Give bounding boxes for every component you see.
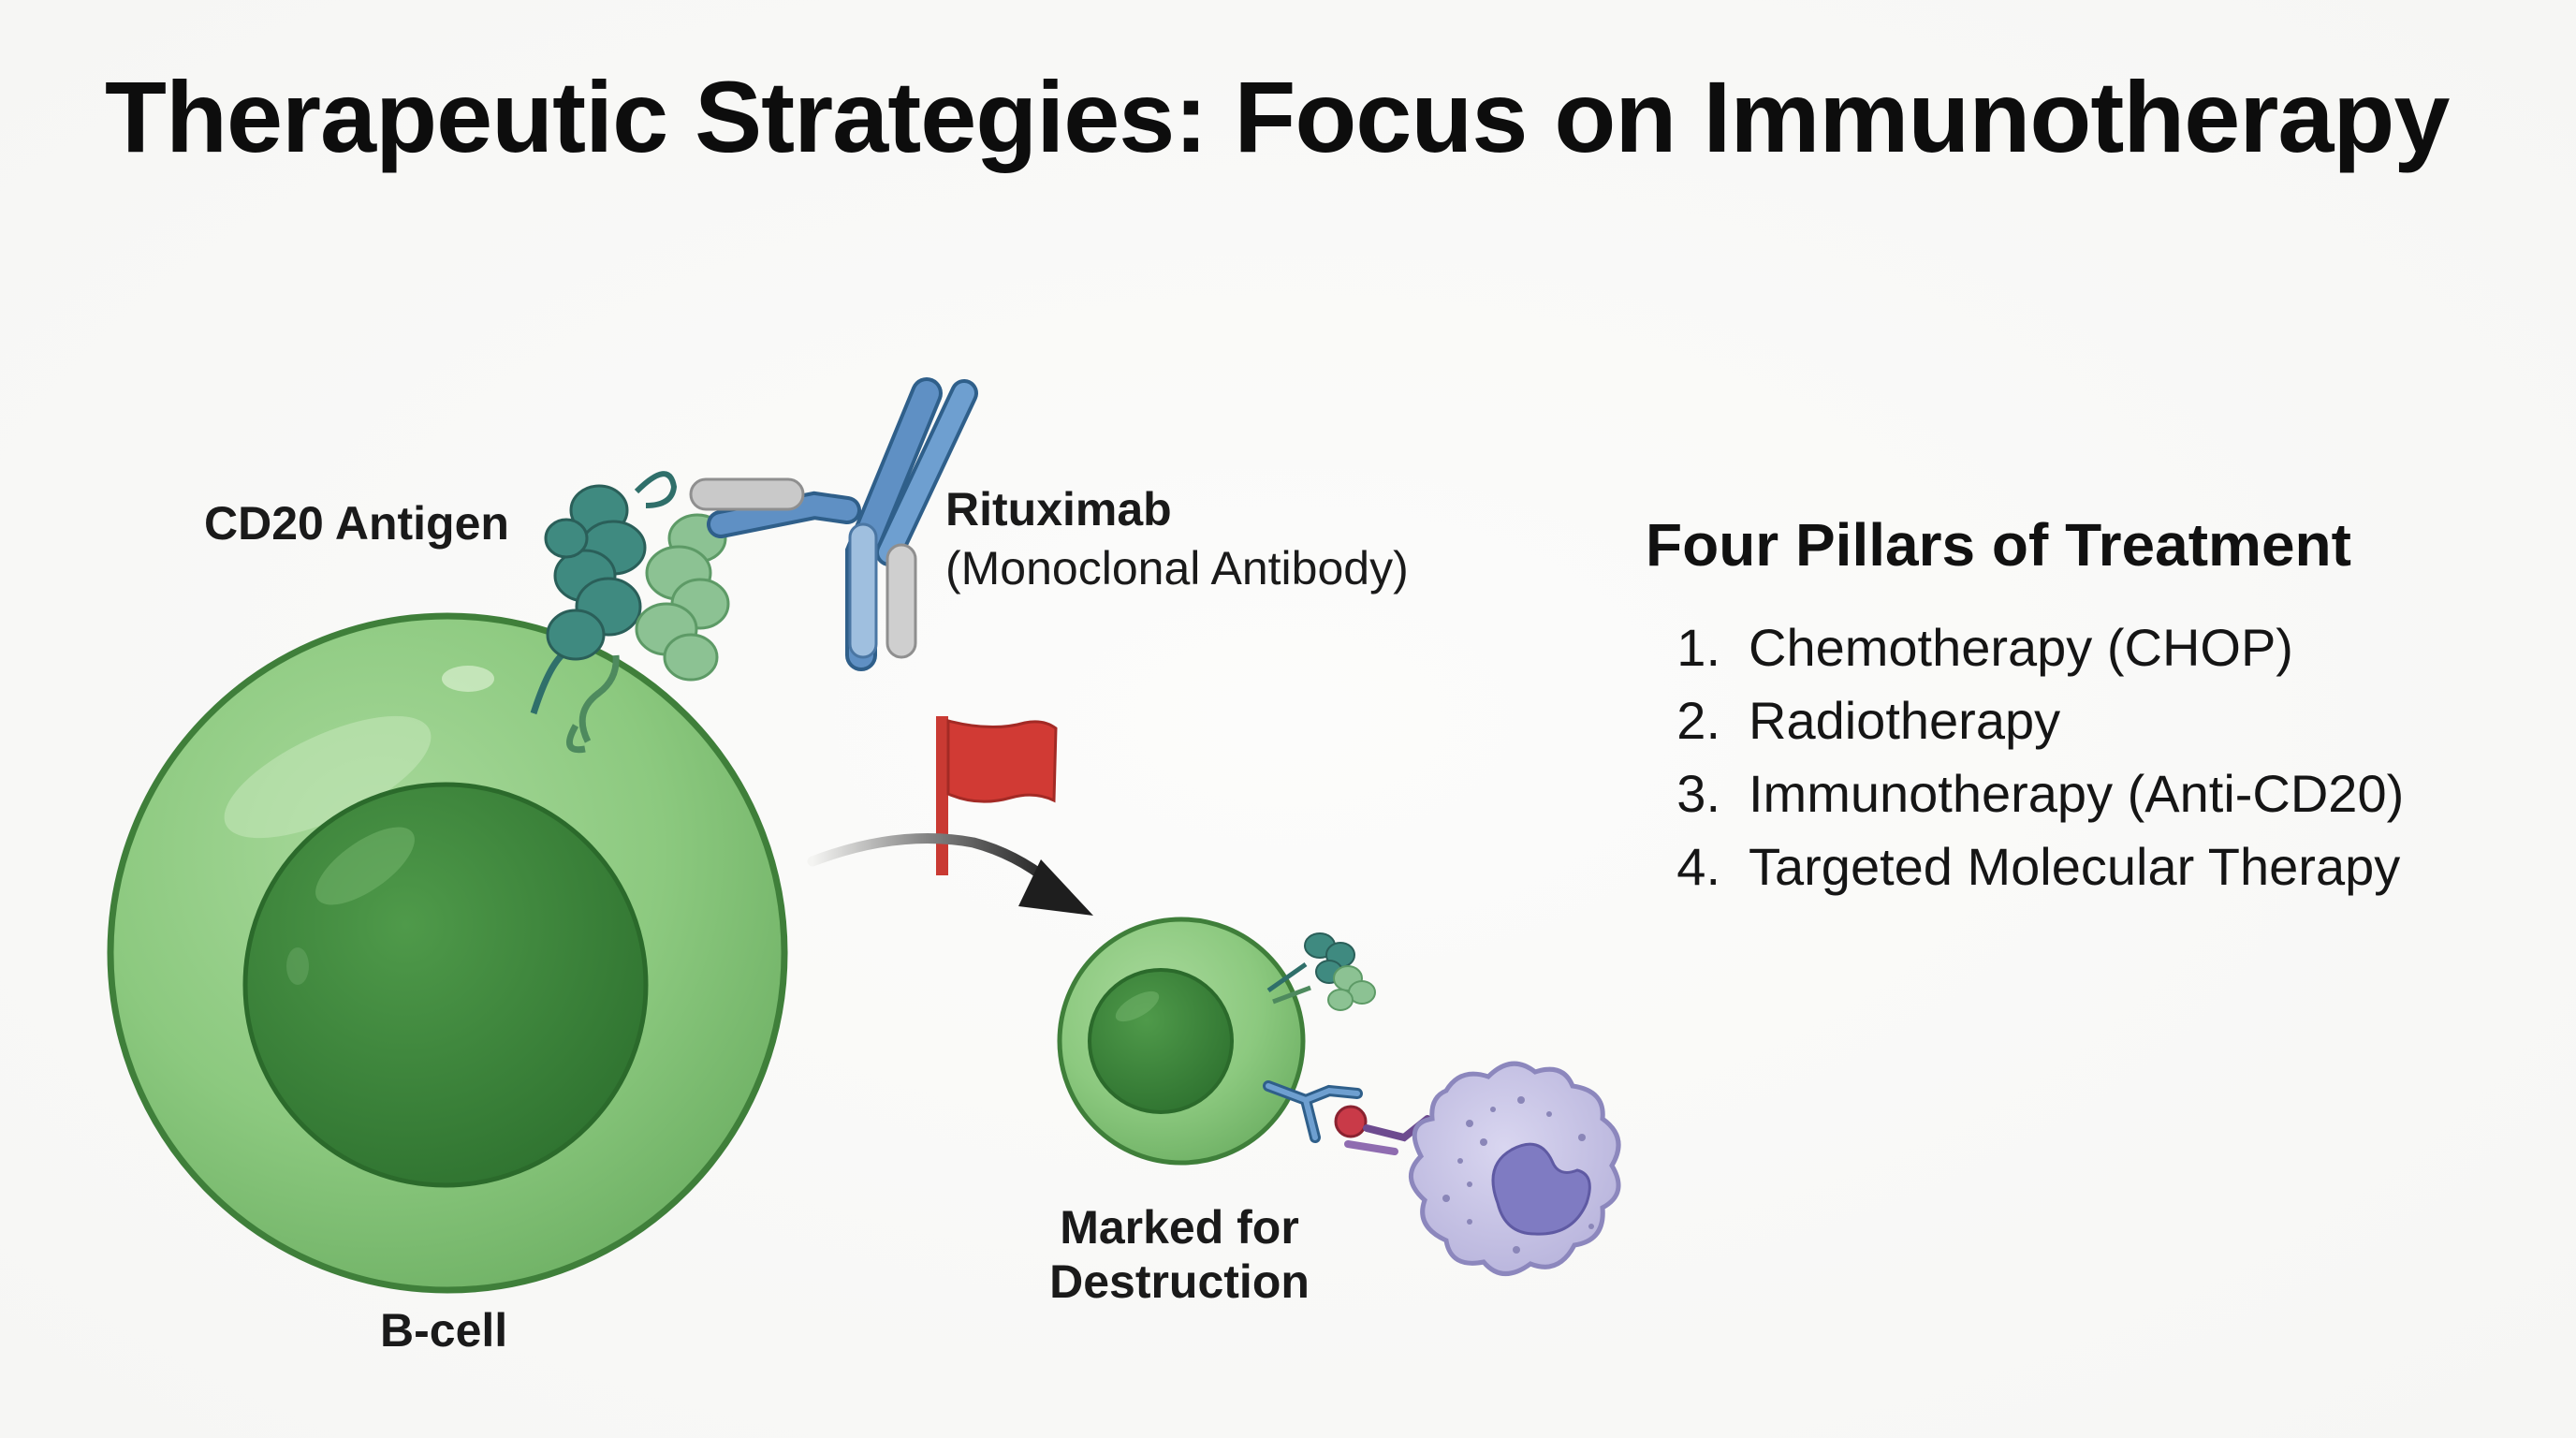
pillar-item: 4. Targeted Molecular Therapy xyxy=(1646,830,2404,903)
cd20-antigen-label: CD20 Antigen xyxy=(204,497,509,550)
marked-label-line1: Marked for xyxy=(1060,1201,1299,1254)
pillar-number: 3. xyxy=(1676,764,1720,823)
rituximab-label: Rituximab xyxy=(945,483,1172,536)
pillar-text: Immunotherapy (Anti-CD20) xyxy=(1749,764,2405,823)
pillar-number: 1. xyxy=(1676,618,1720,677)
pillars-title: Four Pillars of Treatment xyxy=(1646,511,2351,579)
pillars-list: 1. Chemotherapy (CHOP) 2. Radiotherapy 3… xyxy=(1646,611,2404,903)
pillar-item: 2. Radiotherapy xyxy=(1646,684,2404,757)
pillar-text: Targeted Molecular Therapy xyxy=(1749,837,2401,896)
pillars-panel: Four Pillars of Treatment 1. Chemotherap… xyxy=(1646,510,2404,903)
b-cell-label: B-cell xyxy=(380,1304,508,1357)
slide-title: Therapeutic Strategies: Focus on Immunot… xyxy=(105,60,2450,173)
b-cell-icon xyxy=(107,612,788,1294)
pillar-number: 2. xyxy=(1676,691,1720,750)
pillar-item: 1. Chemotherapy (CHOP) xyxy=(1646,611,2404,684)
macrophage-icon xyxy=(1409,1061,1621,1276)
pillar-item: 3. Immunotherapy (Anti-CD20) xyxy=(1646,757,2404,830)
pillar-text: Chemotherapy (CHOP) xyxy=(1749,618,2293,677)
pillar-text: Radiotherapy xyxy=(1749,691,2061,750)
arrow-icon xyxy=(807,833,1093,916)
cd20-antigen-icon xyxy=(530,471,730,754)
pillar-number: 4. xyxy=(1676,837,1720,896)
marked-label-line2: Destruction xyxy=(1049,1255,1310,1308)
antibody-icon xyxy=(689,377,978,671)
marked-for-destruction-label: Marked for Destruction xyxy=(1011,1200,1348,1309)
flag-icon xyxy=(936,716,1058,875)
marked-cell-icon xyxy=(1057,917,1431,1166)
monoclonal-antibody-label: (Monoclonal Antibody) xyxy=(945,542,1409,594)
